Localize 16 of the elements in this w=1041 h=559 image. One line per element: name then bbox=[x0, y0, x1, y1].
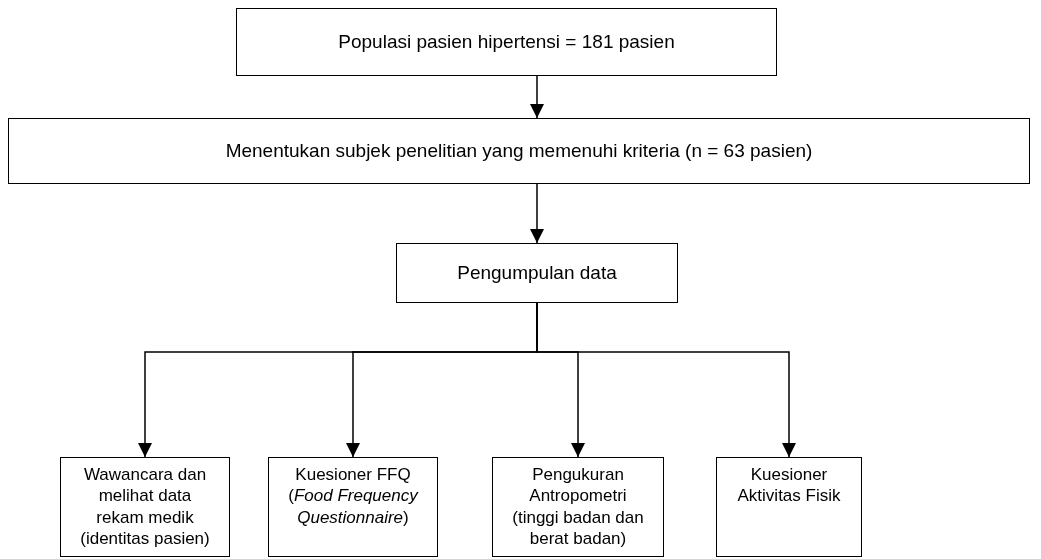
process-box bbox=[8, 118, 1030, 184]
box-text: Populasi pasien hipertensi = 181 pasien bbox=[338, 30, 675, 54]
box-text: Wawancara dan melihat data rekam medik (identitas pasien) bbox=[79, 464, 211, 549]
process-box bbox=[396, 243, 678, 303]
arrow bbox=[530, 75, 544, 119]
process-box bbox=[60, 457, 230, 557]
process-box bbox=[492, 457, 664, 557]
process-box bbox=[716, 457, 862, 557]
process-box bbox=[268, 457, 438, 557]
box-text: Kuesioner Aktivitas Fisik bbox=[736, 464, 842, 507]
box-text: Pengukuran Antropometri (tinggi badan dan berat badan) bbox=[511, 464, 645, 549]
box-text: Kuesioner FFQ (Food Frequency Questionnaire) bbox=[287, 464, 420, 528]
arrow bbox=[530, 183, 544, 244]
box-text: Menentukan subjek penelitian yang memenuhi kriteria (n = 63 pasien) bbox=[225, 139, 813, 163]
box-text: Pengumpulan data bbox=[457, 261, 617, 285]
process-box bbox=[236, 8, 777, 76]
